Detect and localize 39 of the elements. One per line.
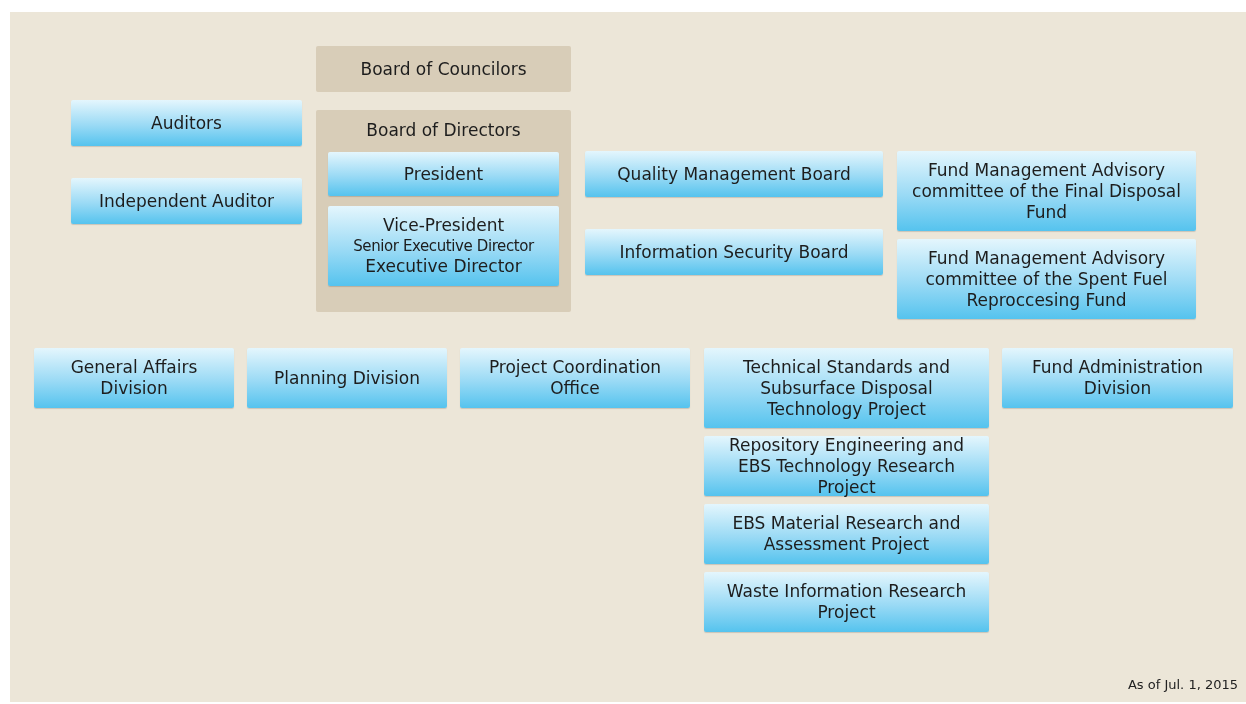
unit-box [328, 206, 559, 286]
unit-box [704, 348, 989, 428]
unit-box [71, 178, 302, 224]
unit-box [704, 504, 989, 564]
unit-name: Board of Councilors [359, 58, 528, 80]
unit-box [704, 436, 989, 496]
unit-name: Information Security Board [618, 241, 850, 263]
unit-box [34, 348, 234, 408]
unit-name: Planning Division [273, 367, 421, 389]
unit-name: EBS Material Research and Assessment Project [731, 513, 962, 555]
unit-box [897, 151, 1196, 231]
unit-name: Project Coordination Office [487, 357, 663, 399]
unit-name: Technical Standards and Subsurface Disposal Technology Project [741, 356, 951, 420]
unit-box [585, 229, 883, 275]
unit-name: Senior Executive Director [352, 236, 536, 256]
unit-name: Auditors [150, 112, 223, 134]
unit-box [247, 348, 447, 408]
unit-name: Vice-President [381, 215, 506, 236]
unit-name: Waste Information Research Project [725, 581, 968, 623]
group-heading: Board of Directors [365, 120, 522, 141]
unit-box [460, 348, 690, 408]
board-box [316, 110, 571, 312]
unit-box [704, 572, 989, 632]
unit-box [897, 239, 1196, 319]
unit-name: Fund Management Advisory committee of the Final Disposal Fund [911, 159, 1182, 223]
unit-box [1002, 348, 1233, 408]
date-note: As of Jul. 1, 2015 [1127, 677, 1238, 692]
unit-name: President [402, 163, 485, 185]
unit-name: Executive Director [364, 256, 523, 277]
unit-name: General Affairs Division [69, 357, 199, 399]
unit-name: Fund Administration Division [1031, 357, 1204, 399]
unit-name: Fund Management Advisory committee of the Spent Fuel Reproccesing Fund [924, 247, 1169, 311]
unit-name: Independent Auditor [97, 190, 276, 212]
unit-box [71, 100, 302, 146]
unit-name: Quality Management Board [616, 163, 852, 185]
board-box [316, 46, 571, 92]
unit-name: Repository Engineering and EBS Technology Research Project [727, 434, 966, 498]
unit-box [328, 152, 559, 196]
unit-box [585, 151, 883, 197]
